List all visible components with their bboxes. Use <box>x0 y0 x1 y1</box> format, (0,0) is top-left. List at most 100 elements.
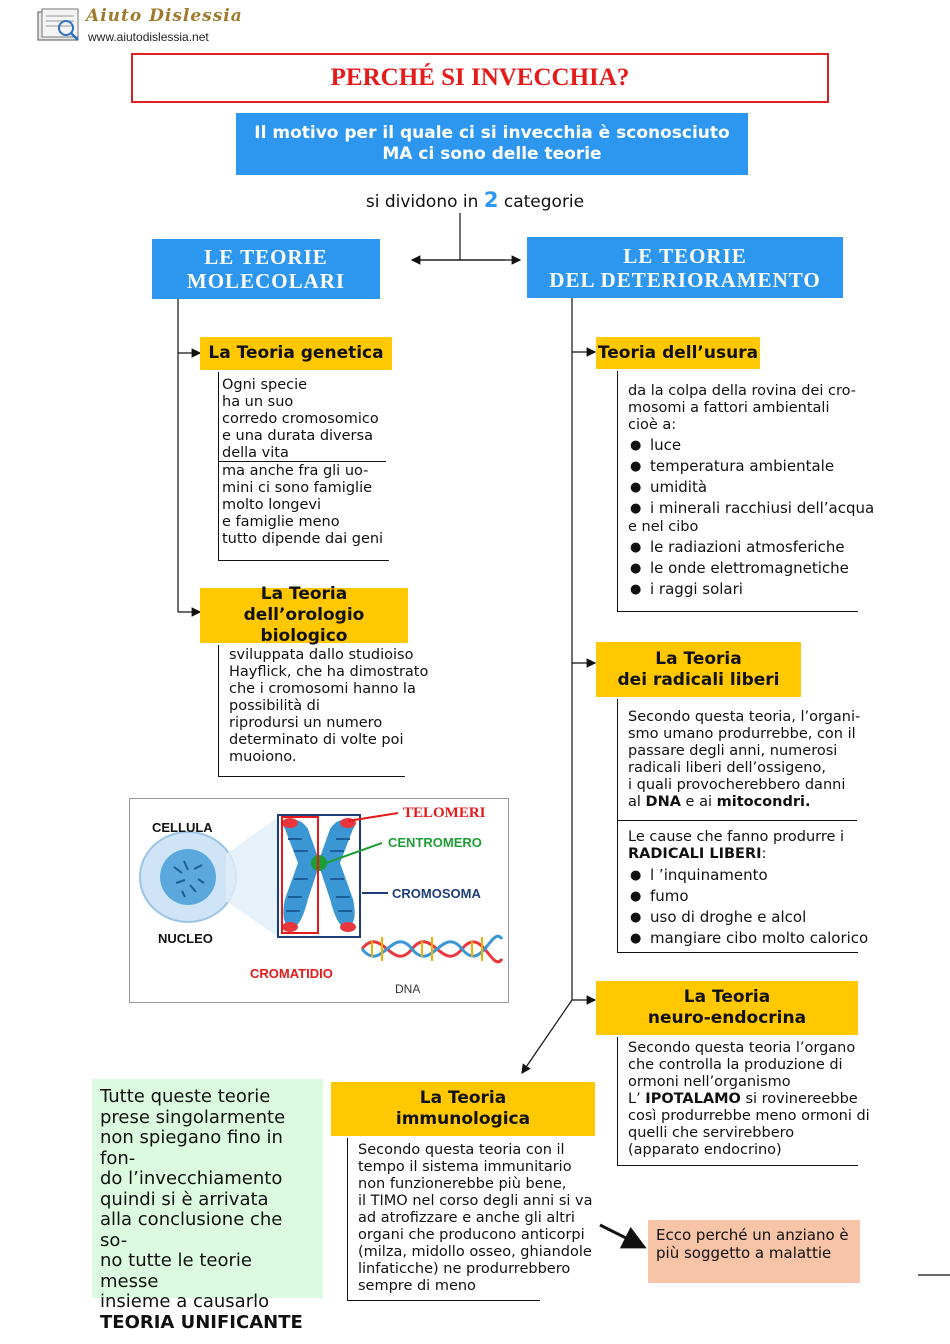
radicali-causes-line-2: RADICALI LIBERI: <box>628 846 878 863</box>
deterioration-heading: LE TEORIE DEL DETERIORAMENTO <box>527 237 843 298</box>
split-number: 2 <box>483 188 499 212</box>
neuro-text: Secondo questa teoria l’organo che contr… <box>628 1040 883 1159</box>
radicali-causes: Le cause che fanno produrre i RADICALI L… <box>628 829 878 863</box>
usura-intro-line: cioè a: <box>628 417 677 433</box>
usura-item-continuation: e nel cibo <box>628 519 699 535</box>
molecular-heading-line-1: LE TEORIE <box>204 245 328 269</box>
immuno-title-line-2: immunologica <box>395 1109 531 1129</box>
orologio-line: determinato di volte poi <box>229 732 404 748</box>
usura-title: Teoria dell’usura <box>597 342 759 363</box>
immuno-line: organi che producono anticorpi <box>358 1227 585 1243</box>
usura-intro-line: da la colpa della rovina dei cro- <box>628 383 857 399</box>
genetica-line: e famiglie meno <box>222 514 340 530</box>
radicali-item: mangiare cibo molto calorico <box>630 928 880 949</box>
usura-bracket <box>617 371 858 612</box>
radicali-line-last: al DNA e ai mitocondri. <box>628 794 878 811</box>
immuno-line: il TIMO nel corso degli anni si va <box>358 1193 593 1209</box>
neuro-ipotalamo: IPOTALAMO <box>645 1091 741 1107</box>
genetica-line: ma anche fra gli uo- <box>222 463 369 479</box>
logo-book-icon <box>37 8 79 41</box>
genetica-line: e una durata diversa <box>222 428 373 444</box>
neuro-line-ipotalamo: L’ IPOTALAMO si rovinereebbe <box>628 1091 883 1108</box>
label-cromatidio: CROMATIDIO <box>250 966 333 981</box>
genetica-heading: La Teoria genetica <box>200 337 392 370</box>
genetica-text-2: ma anche fra gli uo- mini ci sono famigl… <box>222 463 392 548</box>
usura-item: luce <box>630 435 880 456</box>
radicali-line: i quali provocherebbero danni <box>628 777 846 793</box>
note-line-2: più soggetto a malattie <box>656 1244 832 1262</box>
neuro-ipo-prefix: L’ <box>628 1091 646 1107</box>
usura-item: i raggi solari <box>630 579 880 600</box>
conclusion-line: insieme a causarlo <box>100 1291 270 1312</box>
immuno-line: sempre di meno <box>358 1278 476 1294</box>
conclusion-line: quindi si è arrivata <box>100 1188 269 1210</box>
radicali-bracket <box>617 699 858 953</box>
label-dna: DNA <box>395 982 421 996</box>
radicali-al: al <box>628 794 646 810</box>
immuno-line: non funzionerebbe più bene, <box>358 1176 567 1192</box>
conclusion-line: alla conclusione che so- <box>100 1209 283 1251</box>
orologio-heading: La Teoria dell’orologio biologico <box>200 584 408 646</box>
radicali-causes-line-1: Le cause che fanno produrre i <box>628 829 845 845</box>
radicali-mitocondri: mitocondri. <box>716 794 811 810</box>
radicali-item: fumo <box>630 886 880 907</box>
label-cromosoma: CROMOSOMA <box>392 886 481 901</box>
molecular-heading-line-2: MOLECOLARI <box>186 269 346 293</box>
neuro-title-line-1: La Teoria <box>683 987 771 1007</box>
radicali-line: radicali liberi dell’ossigeno, <box>628 760 826 776</box>
genetica-line: mini ci sono famiglie <box>222 480 373 496</box>
genetica-line: molto longevi <box>222 497 322 513</box>
neuro-line: (apparato endocrino) <box>628 1142 782 1158</box>
conclusion-line: prese singolarmente <box>100 1106 286 1128</box>
genetica-line: tutto dipende dai geni <box>222 531 384 547</box>
conclusion-line: Tutte queste teorie <box>100 1086 271 1107</box>
intro-line-1: Il motivo per il quale ci si invecchia è… <box>254 123 730 143</box>
brand-url: www.aiutodislessia.net <box>88 30 209 44</box>
label-centromero: CENTROMERO <box>388 835 482 850</box>
usura-item: umidità <box>630 477 880 498</box>
label-nucleo: NUCLEO <box>158 931 213 946</box>
orologio-line: sviluppata dallo studioiso <box>229 647 414 663</box>
neuro-ipo-suffix: si rovinereebbe <box>740 1091 858 1107</box>
intro-line-2: MA ci sono delle teorie <box>382 144 602 164</box>
deterioration-heading-line-2: DEL DETERIORAMENTO <box>549 267 821 292</box>
immuno-line: ad atrofizzare e anche gli altri <box>358 1210 575 1226</box>
orologio-title-line-1: La Teoria <box>260 584 348 604</box>
neuro-line: così produrrebbe meno ormoni di <box>628 1108 870 1124</box>
radicali-item: l ’inquinamento <box>630 865 880 886</box>
orologio-line: che i cromosomi hanno la <box>229 681 416 697</box>
orologio-line: possibilità di <box>229 698 320 714</box>
split-caption: si dividono in 2 categorie <box>0 188 950 212</box>
genetica-divider <box>218 461 386 462</box>
genetica-text-1: Ogni specie ha un suo corredo cromosomic… <box>222 377 392 462</box>
conclusion-line: non spiegano fino in fon- <box>100 1127 283 1169</box>
orologio-line: riprodursi un numero <box>229 715 383 731</box>
radicali-list: l ’inquinamento fumo uso di droghe e alc… <box>630 865 880 949</box>
split-after: categorie <box>503 192 585 212</box>
genetica-line: Ogni specie <box>222 377 308 393</box>
intro-box: Il motivo per il quale ci si invecchia è… <box>236 113 748 175</box>
genetica-line: corredo cromosomico <box>222 411 379 427</box>
neuro-line: quelli che servirebbero <box>628 1125 795 1141</box>
immuno-line: (milza, midollo osseo, ghiandole <box>358 1244 592 1260</box>
deterioration-heading-line-1: LE TEORIE <box>623 243 747 268</box>
orologio-line: muoiono. <box>229 749 297 765</box>
usura-item: le onde elettromagnetiche <box>630 558 880 579</box>
neuro-bracket <box>617 1037 858 1166</box>
split-before: si dividono in <box>365 192 479 212</box>
radicali-line: Secondo questa teoria, l’organi- <box>628 709 861 725</box>
immuno-line: tempo il sistema immunitario <box>358 1159 572 1175</box>
conclusion-line: do l’invecchiamento <box>100 1168 283 1189</box>
note-line-1: Ecco perché un anziano è <box>656 1226 849 1244</box>
genetica-line: ha un suo <box>222 394 294 410</box>
title-box: PERCHÉ SI INVECCHIA? <box>131 53 829 103</box>
radicali-item: uso di droghe e alcol <box>630 907 880 928</box>
immuno-text: Secondo questa teoria con il tempo il si… <box>358 1142 618 1295</box>
radicali-divider <box>617 820 857 821</box>
chromosome-drawing <box>139 812 504 964</box>
label-cellula: CELLULA <box>152 820 213 835</box>
conclusion-box: Tutte queste teorie prese singolarmente … <box>92 1079 323 1332</box>
genetica-line: della vita <box>222 445 289 461</box>
radicali-causes-bold: RADICALI LIBERI <box>628 846 762 862</box>
